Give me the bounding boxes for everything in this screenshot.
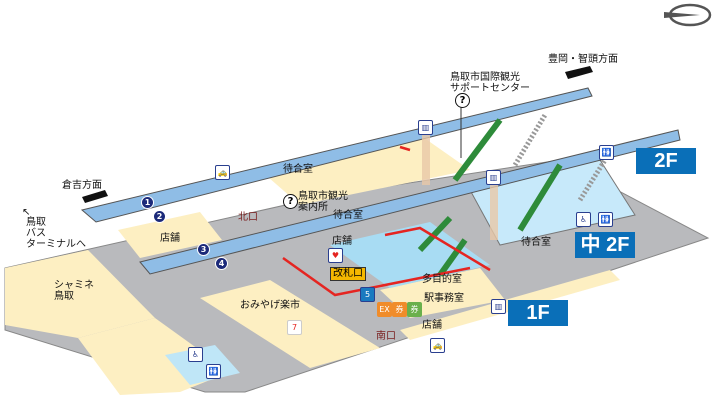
platform-number-3: 3 bbox=[197, 243, 210, 256]
shamine-label: シャミネ鳥取 bbox=[54, 280, 94, 302]
shop-upper bbox=[260, 135, 470, 205]
multipurpose-room-label: 多目的室 bbox=[422, 274, 462, 285]
shop-label: 店舗 bbox=[332, 236, 352, 247]
wheelchair-icon: ♿ bbox=[576, 212, 591, 227]
seven-eleven-icon: 7 bbox=[287, 320, 302, 335]
route-line bbox=[282, 256, 471, 297]
arrow-icon: ↖ bbox=[22, 207, 31, 218]
route-line bbox=[384, 226, 491, 272]
wheelchair-icon: ♿ bbox=[188, 347, 203, 362]
floor-badge-1f: 1F bbox=[508, 300, 568, 326]
north-exit-label: 北口 bbox=[238, 212, 258, 223]
locker-icon: 5 bbox=[360, 287, 375, 302]
aed-icon: ♥ bbox=[328, 248, 343, 263]
stairs bbox=[512, 113, 548, 167]
platform-number-1: 1 bbox=[141, 196, 154, 209]
shop-north bbox=[118, 212, 222, 258]
info-icon: ? bbox=[283, 194, 298, 209]
arrow-kurayoshi bbox=[82, 190, 108, 203]
elevator-icon: ▥ bbox=[491, 299, 506, 314]
escalator bbox=[452, 118, 503, 182]
taxi-icon: 🚕 bbox=[215, 165, 230, 180]
station-office-label: 駅事務室 bbox=[424, 293, 464, 304]
waiting-room-label: 待合室 bbox=[283, 164, 313, 175]
escalator bbox=[417, 215, 453, 253]
platform-number-2: 2 bbox=[153, 210, 166, 223]
elevator-shaft bbox=[490, 185, 498, 240]
shop-label: 店舗 bbox=[422, 320, 442, 331]
restroom-icon: 🚻 bbox=[599, 145, 614, 160]
waiting-room-label: 待合室 bbox=[521, 237, 551, 248]
direction-toyooka-chizu: 豊岡・智頭方面 bbox=[548, 54, 618, 65]
arrow-toyooka bbox=[565, 66, 593, 79]
escalator bbox=[437, 238, 468, 277]
restroom-area bbox=[165, 345, 240, 385]
restroom-icon: 🚻 bbox=[206, 364, 221, 379]
ticket-machine-icon: 券 bbox=[392, 302, 407, 317]
shop-label: 店舗 bbox=[160, 233, 180, 244]
taxi-icon: 🚕 bbox=[430, 338, 445, 353]
south-exit-label: 南口 bbox=[376, 331, 396, 342]
direction-bus-terminal: ↖ 鳥取 バス ターミナルへ bbox=[22, 207, 86, 250]
platform-number-4: 4 bbox=[215, 257, 228, 270]
direction-kurayoshi: 倉吉方面 bbox=[62, 180, 102, 191]
elevator-icon: ▥ bbox=[486, 170, 501, 185]
info-icon: ? bbox=[455, 93, 470, 108]
shamine-area bbox=[5, 250, 155, 338]
elevator-shaft bbox=[422, 135, 430, 185]
tourist-info-label: 鳥取市観光案内所 bbox=[298, 191, 348, 213]
floor-badge-mid-2f: 中 2F bbox=[575, 232, 635, 258]
ticket-machine-icon: EX bbox=[377, 302, 392, 317]
waiting-room-label: 待合室 bbox=[333, 210, 363, 221]
intl-support-label: 鳥取市国際観光サポートセンター bbox=[450, 72, 530, 94]
restroom-icon: 🚻 bbox=[598, 212, 613, 227]
elevator-icon: ▥ bbox=[418, 120, 433, 135]
floor-badge-2f: 2F bbox=[636, 148, 696, 174]
compass-icon bbox=[664, 3, 712, 27]
omiyage-label: おみやげ楽市 bbox=[240, 300, 300, 311]
ticket-machine-icon: 券 bbox=[407, 302, 422, 317]
escalator bbox=[517, 163, 563, 232]
ticket-gate-label: 改札口 bbox=[330, 267, 366, 281]
route-line bbox=[399, 145, 411, 152]
